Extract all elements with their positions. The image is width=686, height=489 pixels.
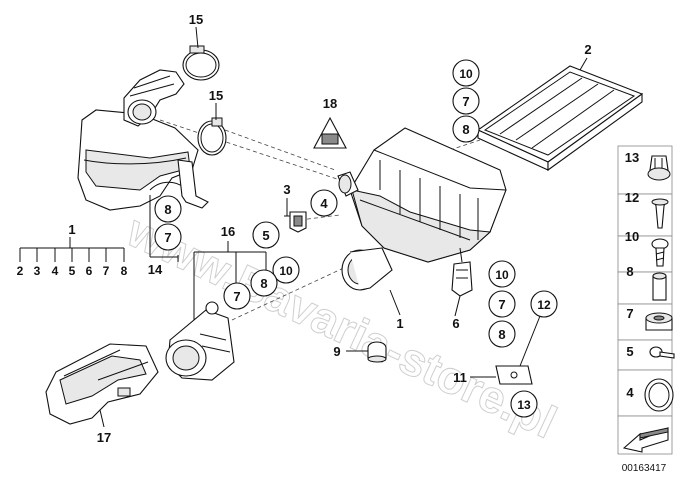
callout-15-mid: 15	[209, 88, 223, 103]
callout-6: 6	[452, 316, 459, 331]
callout-12: 12	[537, 298, 551, 312]
intake-duct	[45, 343, 159, 425]
legend-number: 7	[626, 306, 633, 321]
connector-part	[451, 247, 473, 297]
callout-circles	[154, 59, 558, 418]
legend-number: 5	[626, 344, 633, 359]
group-row-item: 2	[17, 264, 24, 278]
callout-7-b: 7	[233, 289, 240, 304]
callout-1-lower: 1	[396, 316, 403, 331]
callout-5: 5	[262, 228, 269, 243]
legend-number: 12	[625, 190, 639, 205]
warning-label	[313, 116, 347, 149]
intake-resonator	[77, 69, 209, 211]
callout-8-c: 8	[462, 122, 469, 137]
parts-legend	[617, 145, 675, 455]
group-row-item: 4	[52, 264, 59, 278]
group-row-item: 7	[103, 264, 110, 278]
air-filter-housing	[337, 127, 507, 291]
legend-number: 10	[625, 229, 639, 244]
group-row-item: 6	[86, 264, 93, 278]
callout-8-d: 8	[498, 327, 505, 342]
callout-10-a: 10	[279, 264, 293, 278]
hose-clamp-mid	[197, 117, 227, 156]
callout-13: 13	[517, 398, 531, 412]
air-filter-element	[476, 65, 644, 172]
sensor-part	[284, 211, 307, 233]
callout-3: 3	[283, 182, 290, 197]
catalog-number: 00163417	[622, 463, 667, 474]
leader-lines	[19, 26, 588, 428]
legend-number: 4	[626, 385, 634, 400]
callout-7-a: 7	[164, 230, 171, 245]
callout-15-top: 15	[189, 12, 203, 27]
callout-7-c: 7	[462, 94, 469, 109]
rubber-cap	[367, 341, 387, 363]
bracket-part	[495, 365, 533, 385]
callout-18: 18	[323, 96, 337, 111]
legend-number: 13	[625, 150, 639, 165]
callout-10-b: 10	[459, 67, 473, 81]
callout-2: 2	[584, 42, 591, 57]
callout-14: 14	[148, 262, 163, 277]
callout-7-d: 7	[498, 297, 505, 312]
callout-labels: 15 15 2 18 3 1 1 14 16 9 6 11 17 8 7 4 5…	[68, 12, 591, 445]
callout-16: 16	[221, 224, 235, 239]
callout-8-b: 8	[260, 276, 267, 291]
callout-1-upper: 1	[68, 222, 75, 237]
callout-11: 11	[453, 370, 467, 385]
hose-clamp-upper	[182, 45, 220, 81]
callout-17: 17	[97, 430, 111, 445]
sleeve-icon	[652, 275, 667, 301]
group-row-item: 5	[69, 264, 76, 278]
callout-4: 4	[320, 196, 328, 211]
legend-labels: 13 12 10 8 7 5 4	[625, 150, 639, 400]
group-row-item: 8	[121, 264, 128, 278]
air-mass-meter	[165, 301, 235, 381]
callout-10-c: 10	[495, 268, 509, 282]
assembly-lines	[159, 119, 481, 321]
callout-8-a: 8	[164, 202, 171, 217]
group-row-labels: 2 3 4 5 6 7 8	[17, 264, 128, 278]
callout-9: 9	[333, 344, 340, 359]
legend-number: 8	[626, 264, 633, 279]
group-row-item: 3	[34, 264, 41, 278]
